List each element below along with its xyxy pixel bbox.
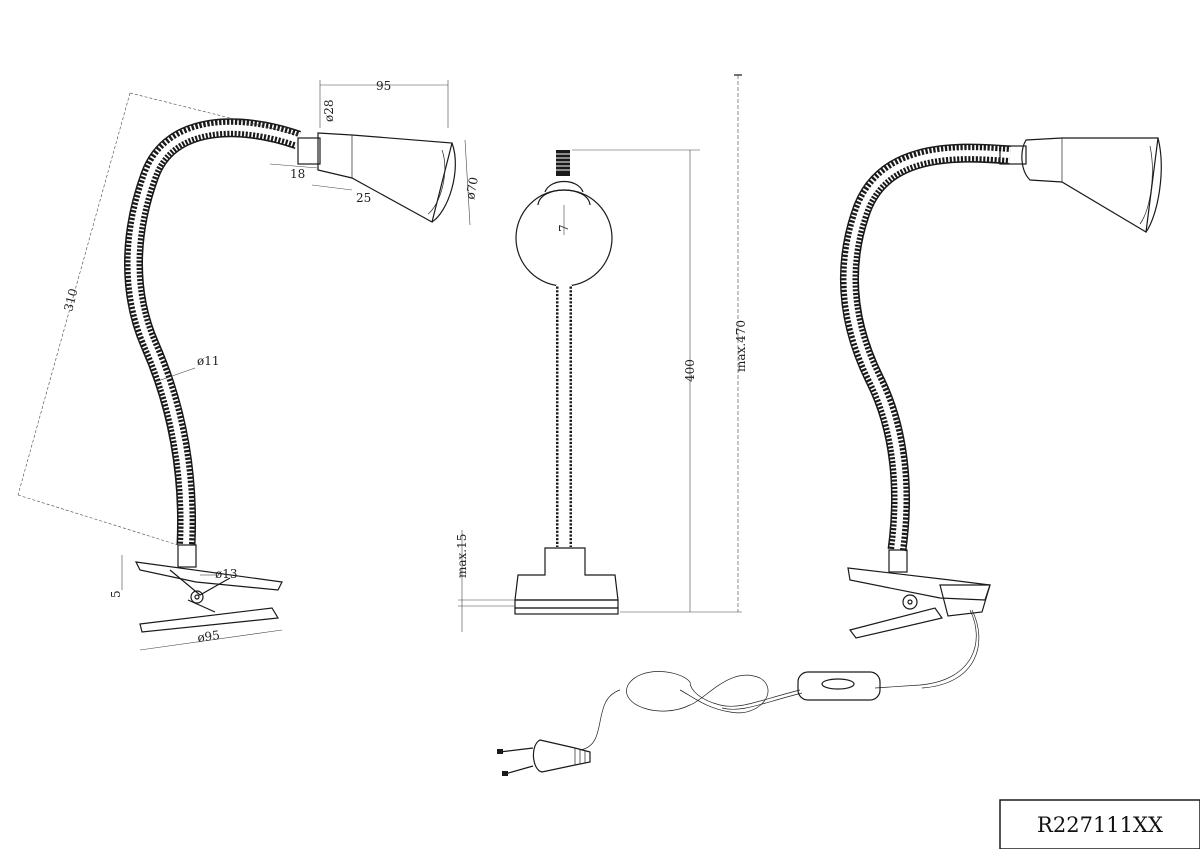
dim-neck-length: 18: [290, 167, 305, 181]
clip-base-front: [514, 547, 619, 601]
dim-clip-tube-diameter: ø13: [215, 567, 238, 581]
front-view-dimensioned: 7 400 max.470 max.15: [455, 74, 748, 632]
dim-arm-length: 310: [61, 287, 80, 313]
dim-max-height: max.470: [734, 320, 748, 372]
dim-height: 400: [683, 359, 697, 382]
side-view-dimensioned: 95 ø28 18 25 ø70 310 ø11 ø13 5 ø95: [17, 79, 481, 651]
lamp-shade-right: [1021, 137, 1159, 233]
dim-arm-diameter: ø11: [197, 354, 220, 368]
dim-shade-length: 95: [376, 79, 391, 93]
lamp-head-front: [515, 189, 613, 287]
product-code: R227111XX: [1037, 813, 1163, 837]
dim-neck-diameter: ø28: [322, 100, 336, 123]
gooseneck-arm: [124, 118, 302, 546]
spring-clip-right: [847, 549, 991, 639]
dim-front-neck: 7: [557, 224, 571, 232]
gooseneck-arm-right: [839, 143, 1011, 552]
lamp-shade: [317, 132, 453, 223]
lamp-neck: [297, 137, 321, 165]
inline-switch: [797, 671, 881, 701]
title-block: R227111XX: [999, 799, 1200, 849]
spring-clip: [134, 544, 283, 633]
dim-clip-length: ø95: [196, 628, 220, 645]
euro-plug: [497, 739, 591, 776]
dimension-lines-side: [17, 80, 471, 651]
dim-shade-offset: 25: [356, 191, 371, 205]
dim-max-clamp: max.15: [455, 534, 469, 578]
side-view-with-cord: [497, 137, 1162, 776]
dim-clip-thickness: 5: [109, 590, 123, 598]
power-cord: [579, 609, 977, 751]
dim-shade-diameter: ø70: [463, 176, 481, 201]
